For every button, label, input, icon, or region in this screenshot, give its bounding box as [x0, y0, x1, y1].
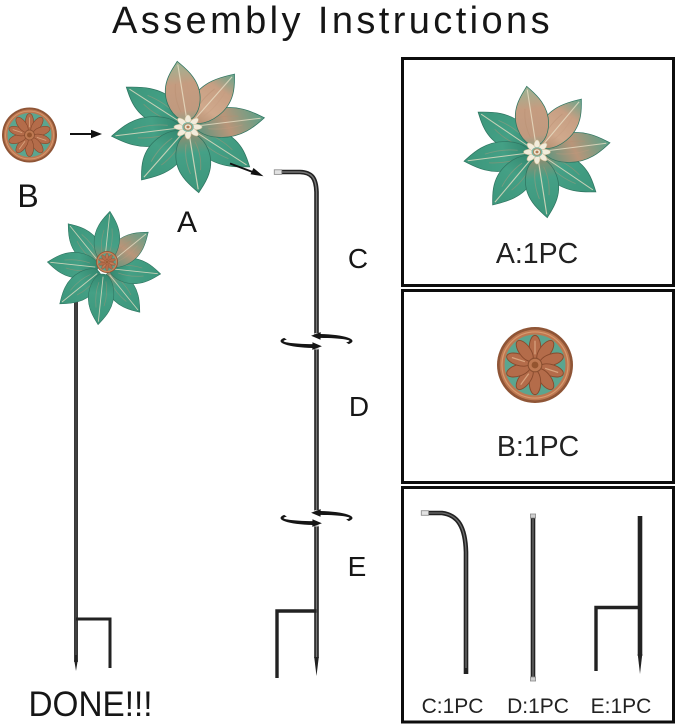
svg-text:A:1PC: A:1PC: [496, 238, 578, 270]
svg-text:D:1PC: D:1PC: [507, 695, 569, 718]
svg-text:C: C: [348, 243, 368, 274]
svg-text:C:1PC: C:1PC: [422, 695, 484, 718]
svg-text:B: B: [17, 178, 38, 214]
svg-text:E:1PC: E:1PC: [591, 695, 652, 718]
svg-text:DONE!!!: DONE!!!: [29, 685, 153, 724]
svg-text:D: D: [349, 391, 369, 422]
svg-text:A: A: [177, 206, 197, 239]
svg-text:Assembly Instructions: Assembly Instructions: [112, 0, 553, 42]
svg-text:E: E: [348, 551, 367, 582]
svg-text:B:1PC: B:1PC: [497, 431, 579, 463]
